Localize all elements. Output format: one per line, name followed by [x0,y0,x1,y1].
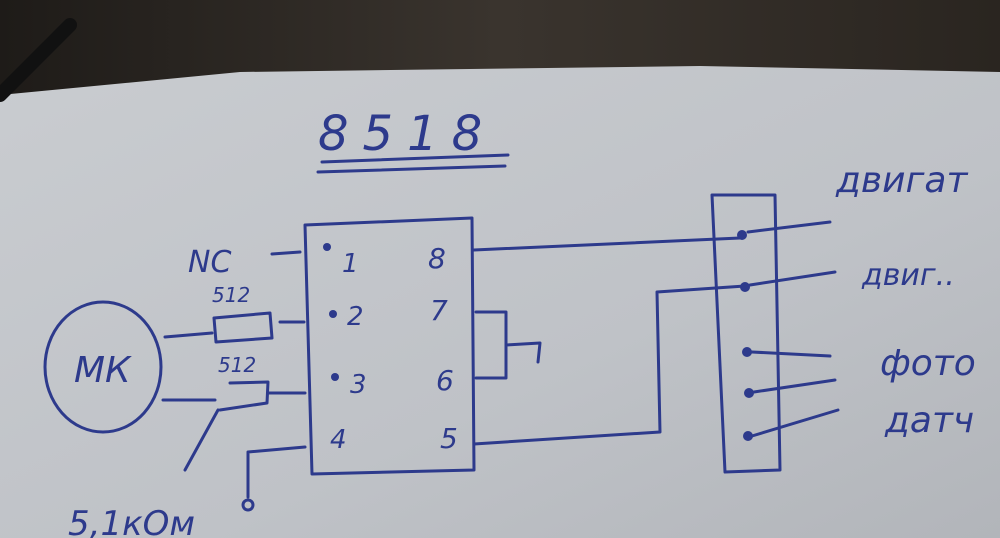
chip-pins-right: 8 7 6 5 [428,242,458,455]
title-8518: 8518 [318,106,496,162]
svg-text:3: 3 [350,370,367,400]
wire-pin5 [472,284,747,446]
mcu-circle [43,300,163,434]
paper-sheet [0,66,1000,538]
nc-label: NC [188,245,231,280]
mcu-wires [161,331,220,472]
resistor-bottom [218,380,307,412]
pulldown-terminal [241,498,255,512]
connector-label-motor-1: двигат [835,160,968,201]
svg-text:4: 4 [330,425,347,455]
chip-body [303,216,476,476]
title-underline [316,153,510,174]
connector-label-sensor: датч [884,400,974,441]
mcu-label: МК [74,350,132,391]
pulldown-wire [246,445,307,499]
svg-text:7: 7 [430,294,448,327]
resistor-top-label: 512 [212,283,250,307]
svg-text:5: 5 [440,422,458,455]
svg-text:2: 2 [347,302,364,332]
svg-text:6: 6 [436,364,454,397]
resistor-top [212,311,306,344]
pulldown-label: 5,1кОм [68,504,195,538]
svg-text:1: 1 [342,249,359,279]
chip-pins-left: 1 2 3 4 [323,243,367,455]
connector-label-photo: фото [880,343,976,384]
connector-label-motor-2: двиг.. [861,258,955,293]
nc-wire [270,250,302,256]
wire-pin8 [472,236,742,252]
svg-text:8: 8 [428,242,446,275]
connector-leads [746,220,840,438]
connector-pins [737,230,754,441]
resistor-bottom-label: 512 [218,353,256,377]
connector-body [710,193,782,474]
pen [0,18,77,102]
wire-pin7-6 [474,310,542,380]
